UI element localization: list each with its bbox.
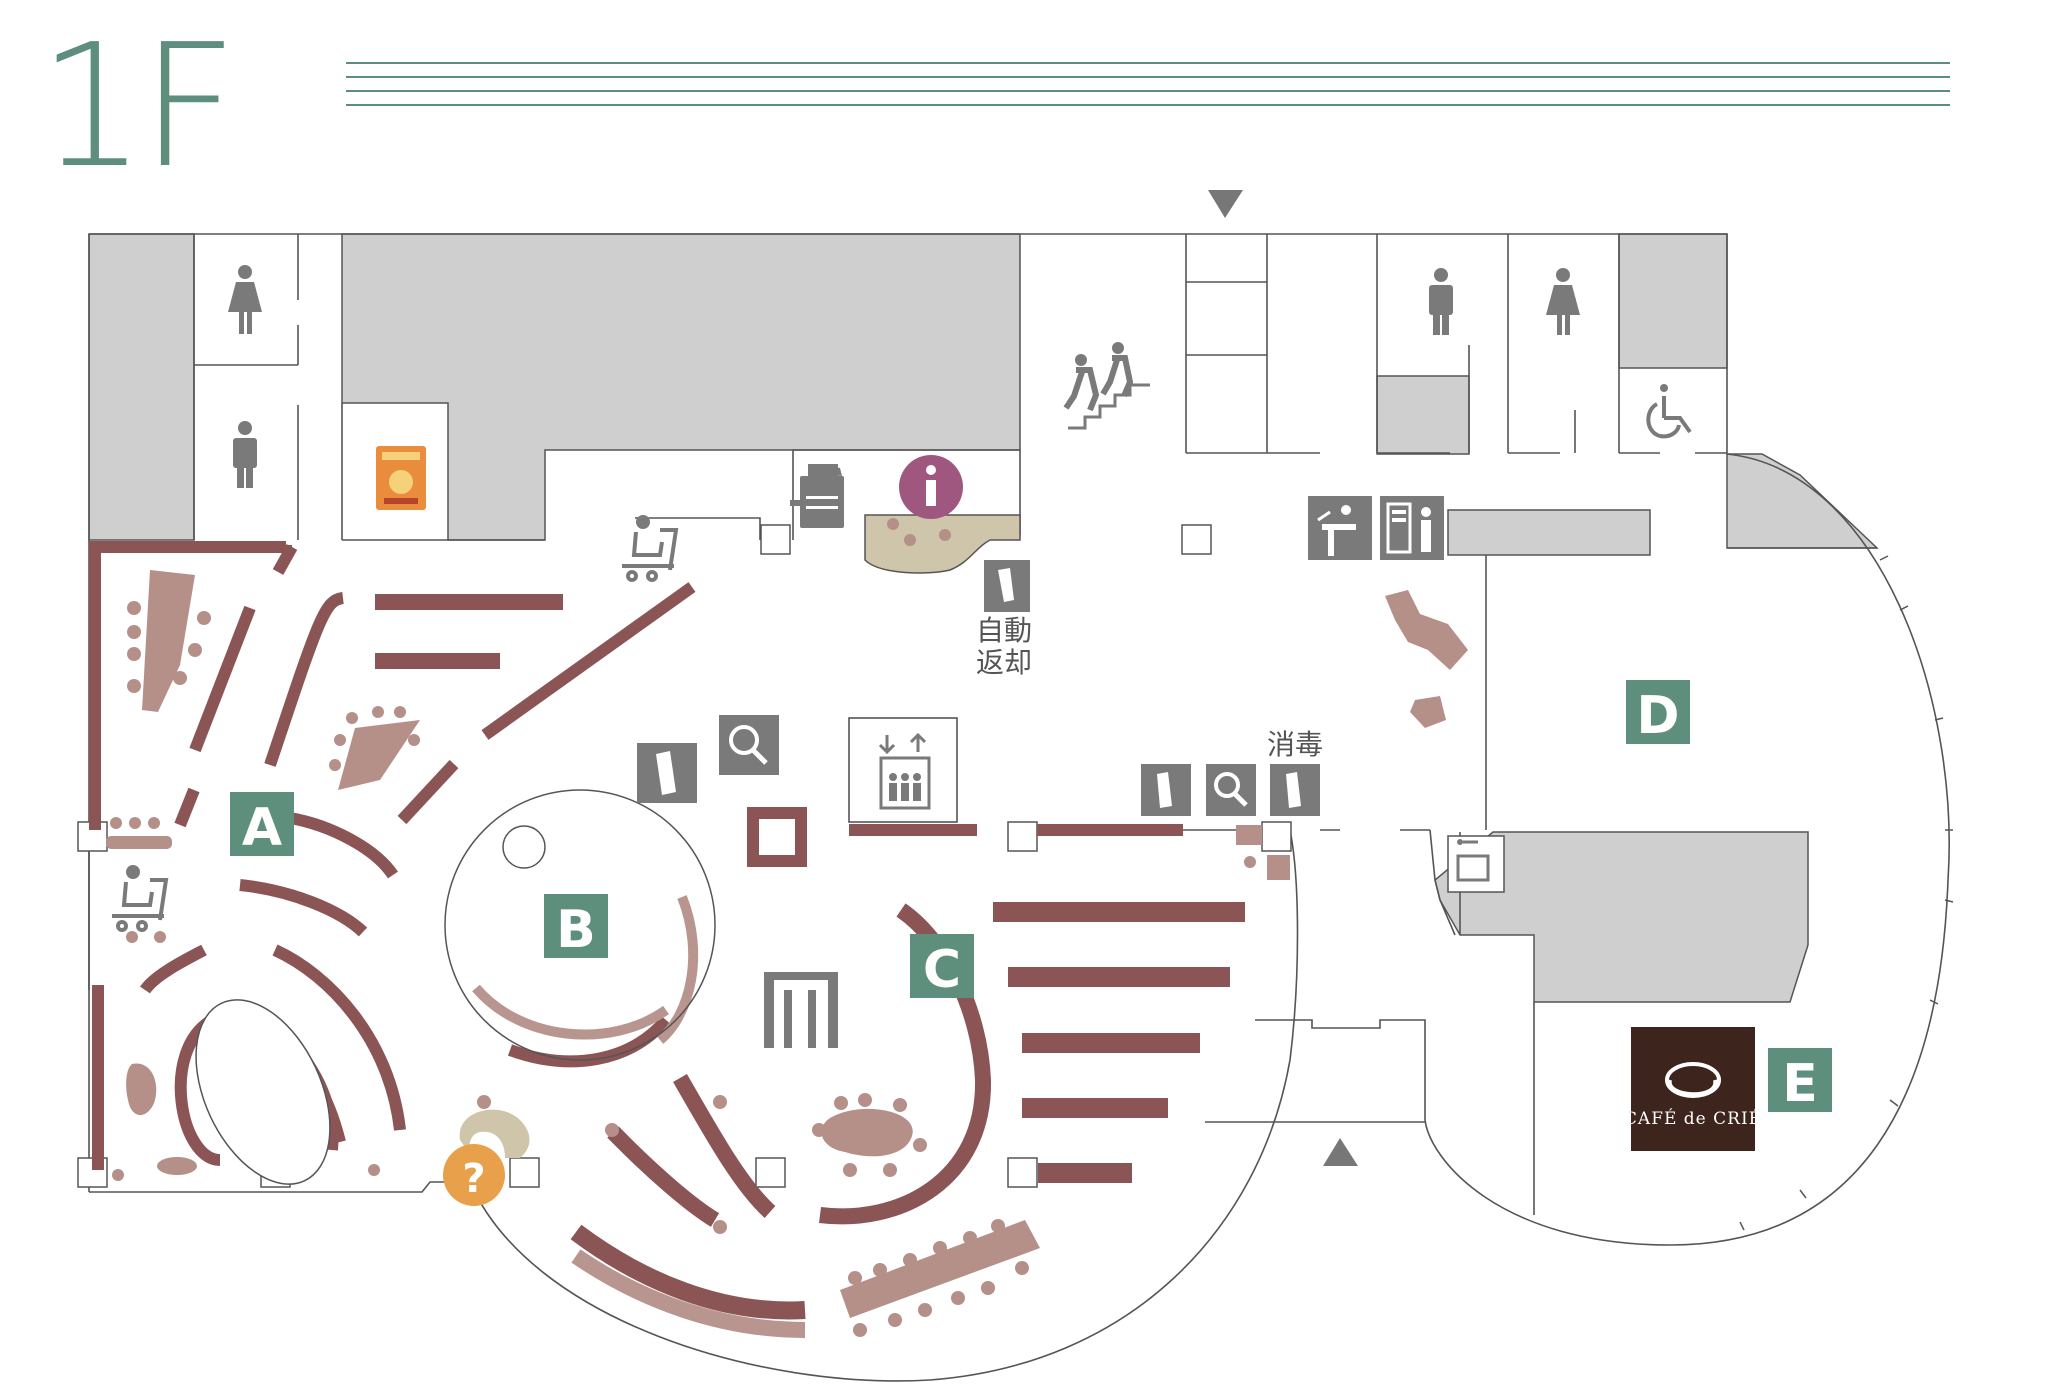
- female-restroom-icon: [228, 265, 262, 334]
- svg-text:C: C: [923, 940, 961, 1000]
- elevator-icon: [878, 732, 931, 810]
- book-drop-icon: [1270, 764, 1320, 816]
- entrance-arrow-icon: [1208, 190, 1243, 218]
- zone-label-a[interactable]: A: [230, 792, 294, 858]
- furniture: [106, 570, 1468, 1337]
- walls: [88, 233, 1950, 1382]
- zone-label-e[interactable]: E: [1768, 1048, 1832, 1114]
- zone-label-d[interactable]: D: [1626, 680, 1690, 746]
- male-restroom-icon: [1429, 268, 1453, 335]
- book-drop-icon: [1141, 764, 1191, 816]
- info-desk: [864, 514, 1021, 574]
- wheelchair-icon: [622, 515, 679, 582]
- svg-text:E: E: [1782, 1054, 1818, 1114]
- zone-label-b[interactable]: B: [544, 894, 608, 960]
- information-icon[interactable]: [899, 455, 963, 519]
- wheelchair-icon: [112, 865, 169, 932]
- svg-text:CAFÉ de CRIÉ: CAFÉ de CRIÉ: [1624, 1108, 1762, 1129]
- svg-text:A: A: [242, 798, 282, 858]
- gray-rooms: [88, 233, 1879, 1003]
- accessible-restroom-icon: [1646, 384, 1692, 439]
- female-restroom-icon: [1546, 268, 1580, 335]
- search-terminal-icon: [719, 715, 779, 775]
- book-drop-icon: [984, 560, 1030, 612]
- help-icon[interactable]: ?: [443, 1144, 505, 1206]
- book-drop-icon: [637, 743, 697, 803]
- floor-label: 1F: [38, 8, 238, 206]
- vending-machine-icon: [1380, 496, 1444, 560]
- cafe-logo-icon: CAFÉ de CRIÉ: [1624, 1027, 1762, 1151]
- svg-text:B: B: [556, 900, 596, 960]
- zone-b-ring: [444, 789, 716, 1061]
- auto-return-label-line1: 自動: [976, 614, 1032, 647]
- male-restroom-icon: [233, 421, 257, 488]
- columns: [77, 524, 1292, 1188]
- svg-text:D: D: [1636, 686, 1679, 746]
- svg-text:?: ?: [462, 1156, 485, 1202]
- header-lines: [346, 62, 1950, 106]
- poster-icon: [376, 446, 426, 510]
- zone-label-c[interactable]: C: [910, 934, 974, 1000]
- disinfection-label: 消毒: [1267, 728, 1323, 761]
- gate-icon: [764, 972, 838, 1048]
- search-terminal-icon: [1206, 764, 1256, 816]
- coin-locker-icon: [1447, 835, 1505, 893]
- bookshelves: [89, 541, 1245, 1338]
- stairs-icon: [1063, 342, 1150, 430]
- auto-return-label-line2: 返却: [976, 646, 1032, 679]
- help-desk: [459, 1109, 530, 1158]
- copier-icon: [790, 464, 844, 528]
- entrance-arrow-icon: [1323, 1138, 1358, 1166]
- oval-ticks: [1739, 555, 1954, 1231]
- drinking-fountain-icon: [1308, 496, 1372, 560]
